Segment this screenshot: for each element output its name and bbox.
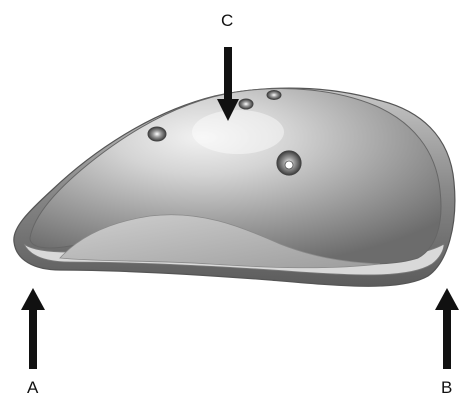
protective-shell-illustration xyxy=(14,88,455,286)
ventilation-hole xyxy=(267,91,281,100)
ventilation-hole xyxy=(239,99,253,109)
ventilation-hole xyxy=(277,151,301,175)
ventilation-hole xyxy=(148,127,166,141)
label-a: A xyxy=(27,378,39,397)
arrow-a xyxy=(21,288,45,369)
label-c: C xyxy=(221,11,233,30)
label-b: B xyxy=(441,378,452,397)
shell-highlight xyxy=(192,110,284,154)
arrow-b xyxy=(435,288,459,369)
